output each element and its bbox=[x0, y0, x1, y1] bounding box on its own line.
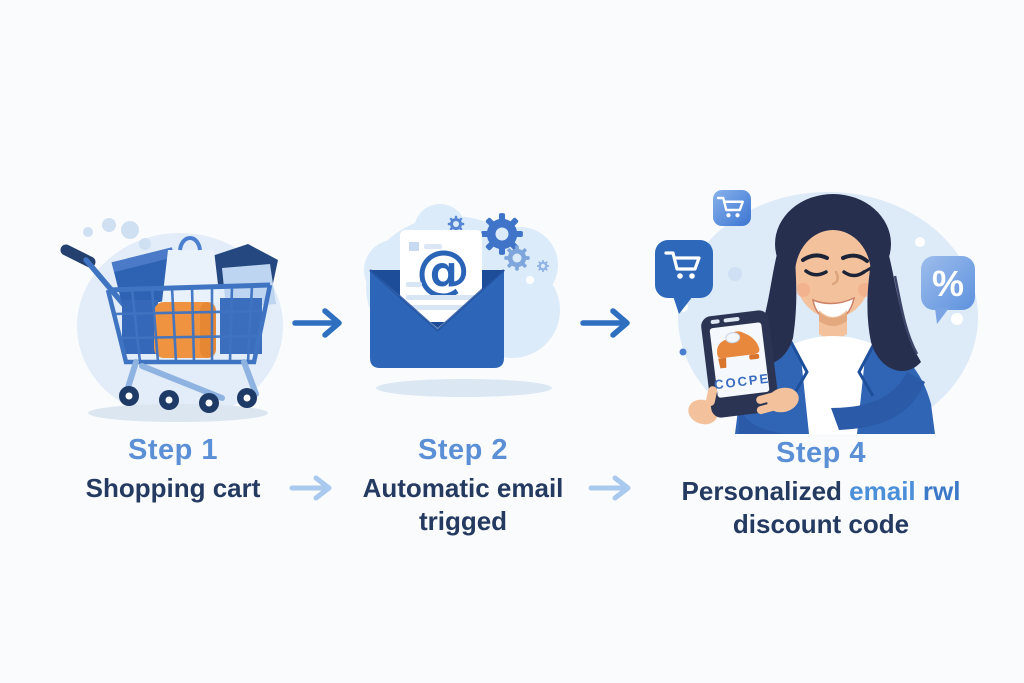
step-2-caption: Step 2 Automatic email trigged bbox=[313, 434, 613, 537]
step-1-title: Shopping cart bbox=[85, 473, 261, 503]
thumb bbox=[705, 386, 718, 406]
email-envelope-icon: @ bbox=[369, 230, 505, 368]
shopping-cart-illustration bbox=[60, 218, 283, 422]
envelope-front bbox=[370, 270, 504, 368]
shopping-cart-icon bbox=[60, 236, 278, 413]
gear-icon bbox=[444, 204, 552, 276]
step-4-title-line1: Personalized email rwl bbox=[660, 475, 982, 508]
app-cart-icon bbox=[713, 190, 751, 226]
step-4-title-highlight: email bbox=[849, 476, 916, 506]
cart-basket bbox=[105, 282, 273, 365]
face bbox=[795, 230, 871, 318]
step-2-title: Automatic email trigged bbox=[313, 472, 613, 537]
lapels bbox=[789, 341, 877, 397]
woman-figure: COCPE bbox=[688, 194, 935, 434]
speech-bubble-cart-icon bbox=[655, 240, 713, 314]
step-4-title-line2: discount code bbox=[732, 508, 910, 539]
percent-bubble-icon: % bbox=[921, 256, 975, 324]
arrow-right-icon bbox=[580, 308, 630, 338]
step-1-caption: Step 1 Shopping cart bbox=[23, 434, 323, 505]
woman-phone-illustration: COCPE % bbox=[655, 190, 978, 434]
white-dot bbox=[526, 276, 534, 284]
step-2-title-line2: trigged bbox=[418, 505, 508, 536]
arrow-right-icon bbox=[588, 475, 631, 501]
smartphone-icon: COCPE bbox=[701, 310, 779, 418]
step-4-title-garbled: rwl bbox=[915, 476, 961, 506]
step-4-title: Personalized email rwl discount code bbox=[660, 475, 982, 540]
shadow bbox=[376, 379, 552, 397]
step-1-label: Step 1 bbox=[127, 434, 219, 466]
step-2-title-line1: Automatic email bbox=[362, 473, 564, 503]
step-2-label: Step 2 bbox=[417, 434, 509, 466]
arrow-right-icon bbox=[289, 475, 332, 501]
shoe-icon bbox=[717, 331, 760, 369]
right-hand bbox=[756, 387, 799, 415]
email-illustration: @ bbox=[364, 204, 560, 397]
cart-wheels bbox=[119, 386, 257, 413]
step-4-label: Step 4 bbox=[775, 437, 867, 469]
hair-fringe bbox=[794, 212, 873, 266]
cart-items bbox=[111, 236, 278, 358]
shadow bbox=[88, 404, 268, 422]
coupon-text: COCPE bbox=[713, 370, 771, 392]
letter-paper: @ bbox=[400, 230, 482, 322]
step-4-title-prefix: Personalized bbox=[681, 476, 850, 506]
percent-icon: % bbox=[932, 263, 964, 304]
sparkle-dots bbox=[83, 218, 151, 250]
arrow-right-icon bbox=[292, 308, 342, 338]
at-icon: @ bbox=[416, 239, 470, 302]
step-4-caption: Step 4 Personalized email rwl discount c… bbox=[660, 437, 982, 540]
